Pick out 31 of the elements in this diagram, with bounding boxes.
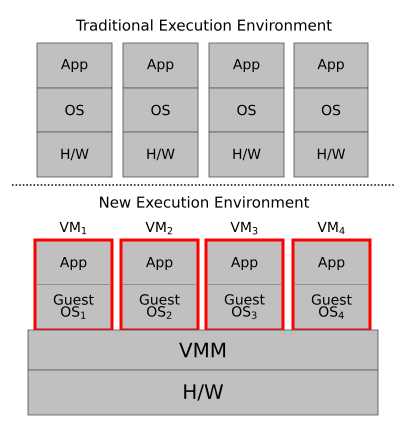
guest-os-layer: Guest OS$_{4}$ [295, 285, 368, 328]
layer-box: H/W [28, 370, 378, 416]
stack-cell: OS [294, 88, 368, 132]
stack-cell: App [122, 42, 198, 88]
node-label: VM$_{1}$ [59, 222, 86, 234]
stack-cell: H/W [294, 132, 368, 178]
section-heading: New Execution Environment [100, 196, 310, 208]
stack-cell: OS [208, 88, 284, 132]
stack-cell: OS [122, 88, 198, 132]
app-layer: App [122, 242, 196, 286]
stack-cell: H/W [208, 132, 284, 178]
node-label: Guest OS$_{2}$ [140, 294, 180, 319]
node-label: VM$_{4}$ [317, 222, 345, 234]
stack-cell: App [208, 42, 284, 88]
node-label: VM$_{3}$ [230, 222, 258, 234]
stack-cell: H/W [36, 132, 112, 178]
app-layer: App [294, 242, 368, 286]
stack-cell: OS [36, 88, 112, 132]
node-label: Guest OS$_{3}$ [224, 294, 265, 319]
stack-cell: H/W [122, 132, 198, 178]
node-label: VM$_{2}$ [145, 222, 172, 234]
node-label: Guest OS$_{1}$ [54, 294, 94, 319]
node-label: Guest OS$_{4}$ [312, 294, 352, 319]
app-layer: App [208, 242, 282, 286]
app-layer: App [36, 242, 110, 286]
guest-os-layer: Guest OS$_{1}$ [37, 285, 110, 328]
stack-cell: App [36, 42, 112, 88]
section-heading: Traditional Execution Environment [76, 19, 332, 31]
guest-os-layer: Guest OS$_{2}$ [123, 285, 196, 328]
guest-os-layer: Guest OS$_{3}$ [208, 285, 281, 328]
stack-cell: App [294, 42, 368, 88]
